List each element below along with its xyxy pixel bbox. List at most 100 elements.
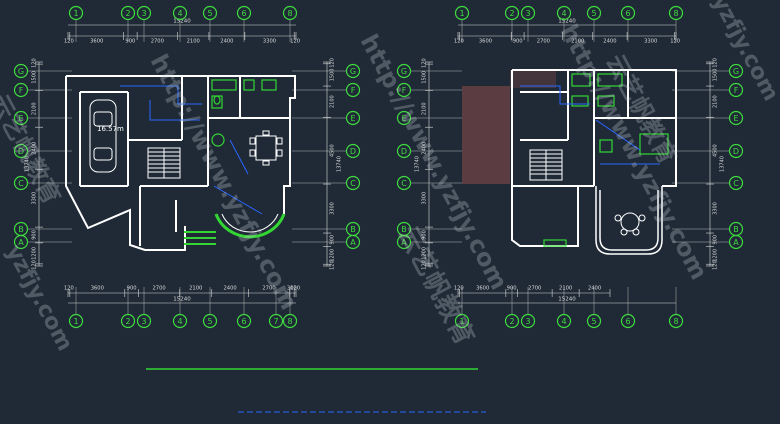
left_plan-right-dim-label: 900 (330, 235, 336, 245)
left_plan-right-axis-E-label: E (350, 114, 355, 123)
left_plan-right-axis-A-label: A (350, 238, 356, 247)
right_plan-left-dim-label: 2400 (422, 142, 428, 155)
left_plan-top-dim-label: 3600 (90, 39, 103, 45)
left_plan-right-axis-G-label: G (350, 67, 356, 76)
left_plan-left-axis-E-circle (13, 110, 29, 126)
right_plan-left-axis-C-label: C (401, 179, 407, 188)
left_plan-bottom-dim-label: 3600 (91, 286, 104, 292)
right_plan-right-dim-label: 120 (713, 58, 719, 68)
left_plan-left-dim-label: 3300 (32, 192, 38, 205)
left_plan-bottom-axis-1-circle (68, 313, 84, 329)
left_plan-bottom-axis-1: 1 (68, 313, 84, 329)
left_plan-bottom-dim-label: 2700 (262, 286, 275, 292)
right_plan-bottom-axis-4-label: 4 (561, 317, 566, 326)
left_plan-left-dim-label: 900 (32, 230, 38, 240)
left_plan-left-axis-C-label: C (18, 179, 24, 188)
left_plan-bottom-axis-5-circle (202, 313, 218, 329)
right_plan-right-axis-C-circle (728, 175, 744, 191)
right_plan-left-axis-A: A (396, 234, 412, 250)
left_plan-top-axis-8: 8 (282, 5, 298, 21)
left_plan-top-axis-1-label: 1 (73, 9, 78, 18)
left_plan-top-axis-1-circle (68, 5, 84, 21)
left_plan-top-dim-label: 120 (290, 39, 300, 45)
right_plan-bottom-axis-5-label: 5 (591, 317, 596, 326)
left_plan-bottom-dim-label: 900 (127, 286, 137, 292)
right-plan-balcony (595, 186, 663, 255)
left_plan-bottom-axis-5: 5 (202, 313, 218, 329)
right_plan-left-axis-C-circle (396, 175, 412, 191)
right_plan-top-axis-2: 2 (504, 5, 520, 21)
left_plan-right-axis-F: F (345, 82, 361, 98)
right_plan-bottom-axis-6-circle (620, 313, 636, 329)
left_plan-left-dim-label: 1200 (32, 247, 38, 260)
left_plan-bottom-axis-4: 4 (172, 313, 188, 329)
left_plan-right-axis-F-circle (345, 82, 361, 98)
left_plan-left-axis-G-circle (13, 63, 29, 79)
right_plan-top-axis-2-circle (504, 5, 520, 21)
right_plan-left-dim-label: 2100 (422, 102, 428, 115)
left_plan-top-dim-label: 120 (64, 39, 74, 45)
left_plan-left-axis-D-circle (13, 143, 29, 159)
right_plan-left-axis-F-circle (396, 82, 412, 98)
right_plan-left-dim-label: 1500 (422, 71, 428, 84)
left_plan-bottom-axis-2-circle (120, 313, 136, 329)
left_plan-left-dim-label: 120 (32, 58, 38, 68)
right_plan-bottom-axis-4: 4 (556, 313, 572, 329)
right_plan-right-axis-F: F (728, 82, 744, 98)
left_plan-bottom-axis-3-label: 3 (141, 317, 146, 326)
right_plan-right-axis-F-circle (728, 82, 744, 98)
left_plan-top-dim-label: 3300 (263, 39, 276, 45)
right_plan-right-axis-D: D (728, 143, 744, 159)
left_plan-left-axis-C-circle (13, 175, 29, 191)
left_plan-left-axis-A-label: A (18, 238, 24, 247)
right_plan-right-axis-D-circle (728, 143, 744, 159)
right_plan-top-dim-label: 2400 (603, 39, 616, 45)
right_plan-right-dim-label: 4500 (713, 144, 719, 157)
left_plan-bottom-axis-4-circle (172, 313, 188, 329)
right_plan-right-dim-label: 2100 (713, 95, 719, 108)
left_plan-bottom-axis-8-circle (282, 313, 298, 329)
right_plan-top-dim-label: 120 (670, 39, 680, 45)
right_plan-top-axis-1-circle (454, 5, 470, 21)
right_plan-top-axis-4-label: 4 (561, 9, 566, 18)
left_plan-left-axis-E-label: E (18, 114, 23, 123)
left_plan-top-axis-2-label: 2 (125, 9, 130, 18)
left_plan-bottom-overall-label: 15240 (173, 297, 191, 303)
right_plan-left-dim-label: 3300 (422, 192, 428, 205)
right_plan-bottom-axis-2-circle (504, 313, 520, 329)
right_plan-bottom-axis-6: 6 (620, 313, 636, 329)
right_plan-left-axis-D-circle (396, 143, 412, 159)
left-plan-room-label: 16.57m (97, 125, 124, 133)
right_plan-top-dim-label: 120 (454, 39, 464, 45)
left_plan-bottom-axis-2-label: 2 (125, 317, 130, 326)
right_plan-bottom-axis-6-label: 6 (625, 317, 630, 326)
right_plan-left-axis-B-label: B (401, 225, 407, 234)
right_plan-right-axis-D-label: D (733, 147, 739, 156)
left_plan-top-axis-3-circle (136, 5, 152, 21)
left_plan-bottom-axis-4-label: 4 (177, 317, 182, 326)
left_plan-right-dim-label: 4500 (330, 144, 336, 157)
left-plan-car-icon (89, 99, 117, 173)
left_plan-right-axis-A-circle (345, 234, 361, 250)
right_plan-bottom-dim-label: 2100 (559, 286, 572, 292)
right_plan-right-axis-A-circle (728, 234, 744, 250)
left_plan-bottom-axis-7: 7 (268, 313, 284, 329)
right_plan-right-dim-label: 1200 (713, 249, 719, 262)
right_plan-bottom-dim-label: 2700 (528, 286, 541, 292)
right_plan-bottom-axis-1: 1 (454, 313, 470, 329)
left_plan-right-axis-C-label: C (350, 179, 356, 188)
left_plan-top-axis-2-circle (120, 5, 136, 21)
right_plan-right-dim-label: 120 (713, 260, 719, 270)
left_plan-top-axis-1: 1 (68, 5, 84, 21)
left_plan-right-axis-G: G (345, 63, 361, 79)
left_plan-right-axis-D-label: D (350, 147, 356, 156)
right_plan-bottom-axis-2: 2 (504, 313, 520, 329)
left_plan-top-axis-2: 2 (120, 5, 136, 21)
right_plan-left-axis-D-label: D (401, 147, 407, 156)
left_plan-left-axis-D: D (13, 143, 29, 159)
left_plan-top-axis-5: 5 (202, 5, 218, 21)
right_plan-right-axis-C: C (728, 175, 744, 191)
